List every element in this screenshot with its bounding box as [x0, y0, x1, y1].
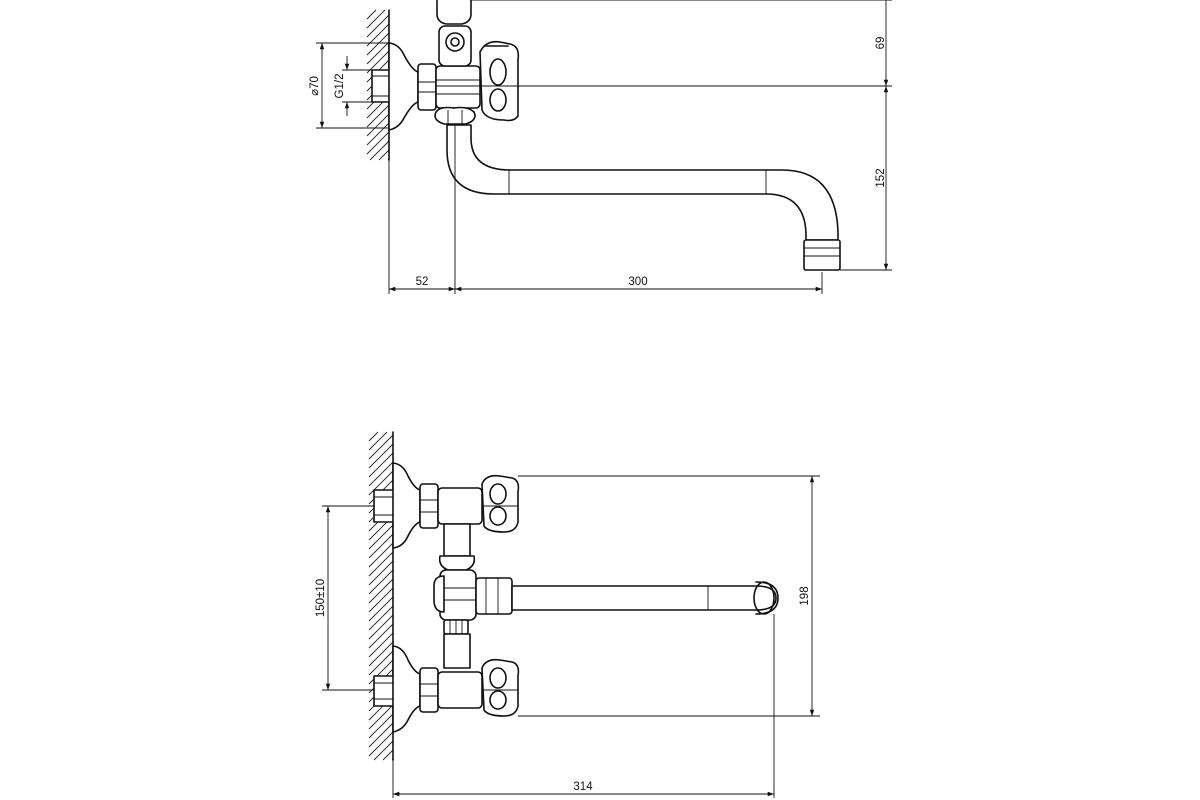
hatch-line — [366, 23, 390, 47]
hatch-line — [366, 9, 377, 20]
dim-label-300: 300 — [628, 276, 647, 288]
dim-label-thread: G1/2 — [334, 74, 346, 99]
mixer-body-top — [433, 523, 513, 669]
hatch-line — [368, 650, 394, 676]
spout-top — [511, 581, 779, 615]
hatch-line — [368, 461, 394, 487]
hatch-line — [368, 551, 394, 577]
side-view: 69 152 52 300 ⌀70 G1/2 — [309, 0, 892, 294]
dim-label-150: 150±10 — [315, 579, 327, 617]
wall-hatching-side — [366, 9, 390, 161]
hatch-line — [368, 632, 394, 658]
hatch-line — [368, 704, 394, 730]
hatch-line — [366, 104, 390, 128]
hatch-line — [368, 722, 394, 748]
hatch-line — [368, 431, 388, 451]
hatch-line — [369, 140, 390, 161]
handle-knob-side — [479, 40, 520, 122]
hatch-line — [368, 569, 394, 595]
dim-label-69: 69 — [875, 37, 887, 50]
hatch-line — [366, 113, 390, 137]
hatch-line — [368, 434, 394, 460]
hatch-line — [382, 749, 394, 761]
hatch-line — [368, 560, 394, 586]
hatch-line — [366, 122, 390, 146]
wall-hatching-top — [368, 431, 394, 761]
hatch-line — [368, 614, 394, 640]
hatch-line — [368, 524, 394, 550]
wall-flange-side — [388, 42, 419, 131]
hatch-line — [368, 605, 394, 631]
hatch-line — [368, 443, 394, 469]
hatch-line — [373, 740, 394, 761]
hatch-line — [368, 596, 394, 622]
dim-label-52: 52 — [416, 276, 429, 288]
hatch-line — [368, 659, 394, 685]
dimensions-side — [316, 0, 892, 294]
hatch-line — [368, 623, 394, 649]
hatch-line — [366, 9, 386, 29]
hatch-line — [368, 578, 394, 604]
dim-label-152: 152 — [875, 168, 887, 187]
hatch-line — [366, 131, 390, 155]
hatch-line — [368, 731, 394, 757]
hatch-line — [366, 32, 390, 56]
hatch-line — [368, 587, 394, 613]
top-view: 198 150±10 314 — [315, 431, 820, 798]
hatch-line — [368, 431, 379, 442]
hatch-line — [366, 41, 390, 65]
diverter-knob-side — [434, 106, 476, 125]
hatch-line — [368, 533, 394, 559]
inlet-pipe-side — [371, 69, 393, 103]
hatch-line — [366, 14, 390, 38]
lower-inlet-top — [373, 645, 520, 733]
spout-side — [446, 124, 841, 271]
hatch-line — [378, 149, 390, 161]
dim-label-198: 198 — [799, 586, 811, 605]
mixer-body-side — [435, 65, 481, 109]
union-nut-side — [417, 63, 437, 111]
hatch-line — [368, 542, 394, 568]
hatch-line — [368, 470, 394, 496]
hatch-line — [368, 713, 394, 739]
hatch-line — [368, 641, 394, 667]
dim-label-314: 314 — [573, 781, 593, 793]
upper-inlet-top — [373, 462, 520, 549]
shower-holder-side — [436, 0, 472, 67]
hatch-line — [368, 452, 394, 478]
dimensions-top — [322, 475, 820, 798]
hatch-line — [366, 50, 390, 74]
dim-label-diameter-70: ⌀70 — [309, 76, 321, 96]
